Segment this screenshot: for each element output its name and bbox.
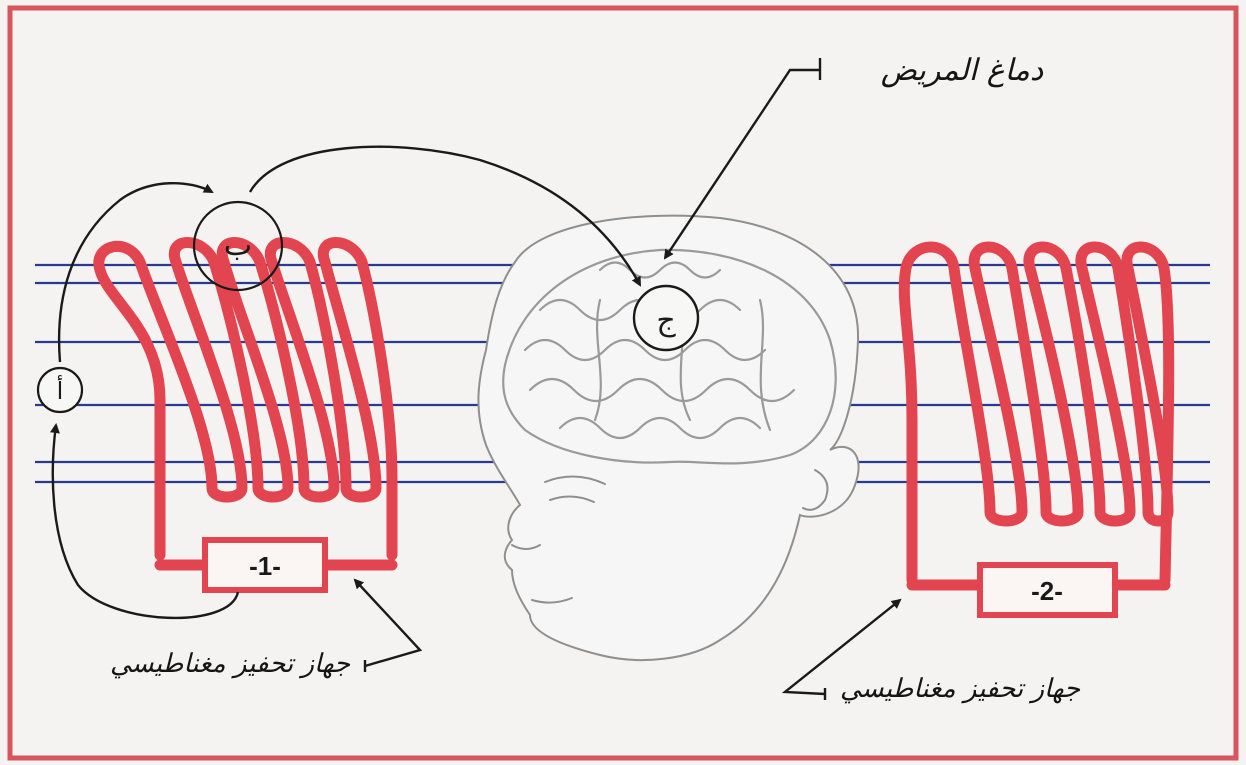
patient-brain-label: دماغ المريض xyxy=(881,53,1044,88)
device-2-number: -2- xyxy=(1031,576,1063,606)
device-1-number: -1- xyxy=(249,551,281,581)
node-b-label: ب xyxy=(224,228,252,263)
device-1-label: جهاز تحفيز مغناطيسي xyxy=(110,649,351,679)
device-2-label: جهاز تحفيز مغناطيسي xyxy=(840,674,1081,704)
node-a: أ xyxy=(38,368,82,412)
node-c: ج xyxy=(634,286,698,350)
node-c-label: ج xyxy=(656,303,676,338)
node-a-label: أ xyxy=(57,375,64,405)
